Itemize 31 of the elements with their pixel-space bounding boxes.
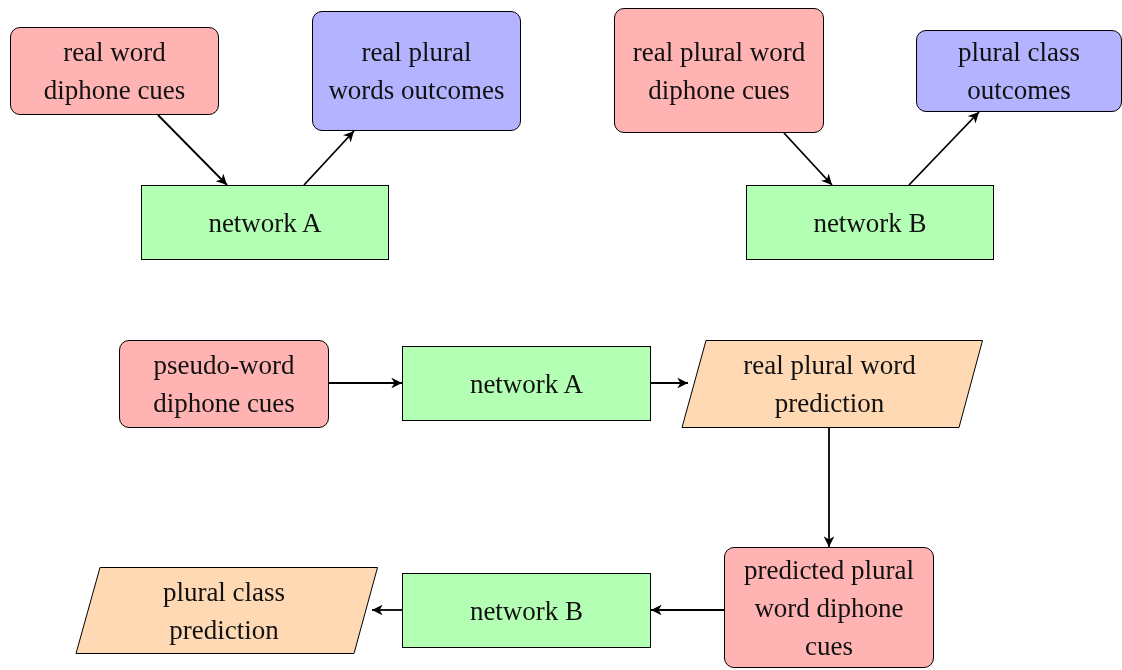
arrow: [823, 427, 835, 548]
arrow: [908, 111, 980, 186]
network-box: [402, 346, 651, 421]
arrow: [371, 604, 403, 616]
cue-box: [119, 340, 329, 428]
network-box: [141, 185, 389, 260]
node-label: plural class outcomes: [956, 36, 1082, 107]
node-label: network A: [207, 206, 323, 240]
arrow: [328, 377, 403, 389]
network-box: [746, 185, 994, 260]
cue-box: [10, 27, 219, 115]
node-label: real plural words outcomes: [327, 36, 506, 107]
cue-box: [724, 547, 934, 668]
node-label: real plural word prediction: [742, 349, 917, 420]
network-box: [402, 573, 651, 648]
node-label: plural class prediction: [161, 575, 287, 647]
node-label: network B: [468, 594, 585, 628]
node-label: pseudo-word diphone cues: [152, 349, 296, 420]
arrow: [783, 132, 833, 186]
node-label: network B: [812, 206, 928, 240]
arrow: [650, 377, 689, 389]
arrow: [157, 114, 228, 186]
node-label: real word diphone cues: [42, 36, 187, 107]
node-label: real plural word diphone cues: [631, 35, 807, 107]
node-label: predicted plural word diphone cues: [742, 553, 916, 663]
outcome-box: [312, 11, 521, 131]
node-label: network A: [468, 367, 585, 401]
outcome-box: [916, 30, 1122, 112]
arrow: [303, 130, 355, 186]
cue-box: [614, 8, 824, 133]
arrow: [650, 604, 725, 616]
